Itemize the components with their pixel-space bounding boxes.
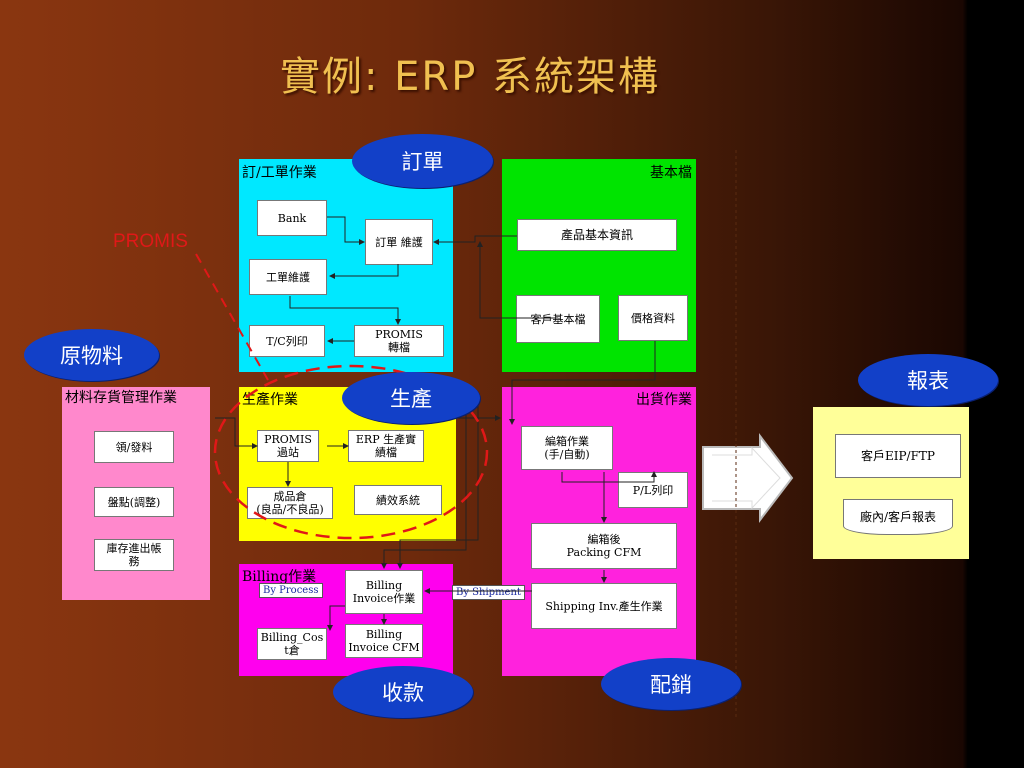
stocktake-box: 盤點(調整) [94,487,174,517]
finished-goods-box: 成品倉 (良品/不良品) [247,487,333,519]
by-process-tag: By Process [259,583,323,598]
production-oval: 生產 [342,372,480,424]
master-files-panel: 基本檔 產品基本資訊 客戶基本檔 價格資料 [502,159,696,372]
collection-oval: 收款 [333,666,473,718]
order-work-panel: 訂/工單作業 Bank 訂單 維護 工單維護 T/C列印 PROMIS 轉檔 [239,159,453,372]
packing-box: 編箱作業 (手/自動) [521,426,613,470]
billing-cfm-box: Billing Invoice CFM [345,624,423,658]
erp-production-box: ERP 生產實 績檔 [348,430,424,462]
materials-oval: 原物料 [24,329,159,381]
product-info-box: 產品基本資訊 [517,219,677,251]
reports-oval: 報表 [858,354,998,406]
performance-box: 績效系統 [354,485,442,515]
panel-title: 材料存貨管理作業 [65,390,177,406]
tc-print-box: T/C列印 [249,325,325,357]
work-order-maint-box: 工單維護 [249,259,327,295]
panel-title: 出貨作業 [636,392,692,408]
panel-title: 基本檔 [650,165,692,181]
price-info-box: 價格資料 [618,295,688,341]
distribution-oval: 配銷 [601,658,741,710]
eip-ftp-box: 客戶EIP/FTP [835,434,961,478]
big-arrow-icon [702,433,794,523]
shipping-inv-box: Shipping Inv.產生作業 [531,583,677,629]
inventory-ledger-box: 庫存進出帳 務 [94,539,174,571]
order-oval: 訂單 [352,134,493,188]
billing-invoice-box: Billing Invoice作業 [345,570,423,614]
promis-label: PROMIS [113,231,188,252]
billing-work-panel: Billing作業 Billing Invoice作業 Billing_Cos … [239,564,453,676]
issue-receive-box: 領/發料 [94,431,174,463]
pl-print-box: P/L列印 [618,472,688,508]
panel-title: 訂/工單作業 [242,165,317,181]
report-panel: 客戶EIP/FTP 廠內/客戶報表 [813,407,969,559]
material-mgmt-panel: 材料存貨管理作業 領/發料 盤點(調整) 庫存進出帳 務 [62,387,210,600]
by-shipment-tag: By Shipment [452,585,525,600]
shipping-work-panel: 出貨作業 編箱作業 (手/自動) P/L列印 編箱後 Packing CFM S… [502,387,696,676]
reports-doc-box: 廠內/客戶報表 [843,499,953,535]
order-maint-box: 訂單 維護 [365,219,433,265]
slide-title: 實例: ERP 系統架構 [279,54,661,100]
bank-box: Bank [257,200,327,236]
after-packing-box: 編箱後 Packing CFM [531,523,677,569]
panel-title: Billing作業 [242,569,317,585]
billing-cost-box: Billing_Cos t倉 [257,628,327,660]
customer-file-box: 客戶基本檔 [516,295,600,343]
panel-title: 生產作業 [242,392,298,408]
promis-pass-box: PROMIS 過站 [257,430,319,462]
promis-transfer-box: PROMIS 轉檔 [354,325,444,357]
